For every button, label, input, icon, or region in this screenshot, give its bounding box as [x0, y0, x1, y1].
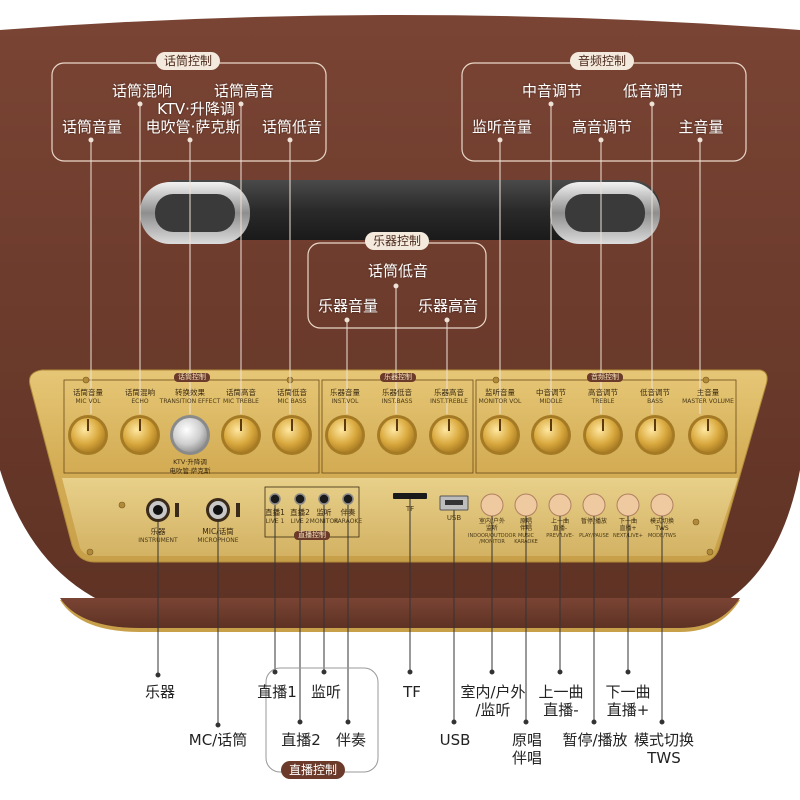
panel-transition-sub: KTV·升降调 电吹管·萨克斯: [169, 458, 211, 475]
panel-live2-cn: 直播2: [290, 508, 310, 517]
knob-row: [68, 415, 728, 455]
panel-knob-label-en: BASS: [647, 398, 663, 405]
callout-bottom-karaoke: 伴奏: [335, 731, 367, 749]
panel-inst-group-label: 乐器控制: [380, 373, 416, 382]
callout-bottom-mic: MC/话筒: [188, 731, 248, 749]
panel-knob-label-cn: 主音量: [696, 388, 720, 397]
panel-live1-en: LIVE 1: [265, 518, 285, 525]
panel-tf-label: TF: [405, 505, 415, 513]
panel-knob-label-cn: 中音调节: [536, 388, 566, 397]
panel-mic-group-label: 话筒控制: [174, 373, 210, 382]
callout-transition-line1: KTV·升降调: [157, 100, 235, 118]
panel-knob-label-en: MIC TREBLE: [223, 398, 259, 405]
panel-knob-label-cn: 话筒音量: [73, 388, 103, 397]
panel-button-label-en: PREV/LIVE-: [546, 533, 574, 539]
panel-knob-label-en: INST.VOL: [331, 398, 359, 405]
panel-knob-label-cn: 话筒高音: [226, 388, 256, 397]
callout-inst-treble: 乐器高音: [417, 297, 479, 315]
callout-mic-treble: 话筒高音: [213, 82, 275, 100]
callout-mic-volume: 话筒音量: [61, 118, 123, 136]
panel-knob-label-cn: 乐器音量: [330, 388, 360, 397]
panel-knob-label-cn: 话筒低音: [277, 388, 307, 397]
panel-knob-label-cn: 监听音量: [485, 388, 515, 397]
panel-microphone-en: MICROPHONE: [197, 537, 239, 544]
panel-button-label-cn: 暂停/播放: [580, 518, 608, 525]
callout-transition-line2: 电吹管·萨克斯: [145, 118, 241, 136]
panel-button-label-en: MODE/TWS: [647, 533, 677, 539]
panel-karaoke-en: KARAOKE: [333, 518, 363, 525]
panel-knob-label-en: MIC BASS: [277, 398, 307, 405]
panel-instrument-cn: 乐器: [150, 527, 166, 536]
panel-knob-label-en: ECHO: [131, 398, 149, 405]
callout-bottom-indoor-outdoor: 室内/户外 /监听: [460, 683, 526, 719]
panel-button-label-en: INDOOR/OUTDOOR /MONITOR: [468, 533, 516, 545]
callout-bottom-next-live: 下一曲 直播+: [605, 683, 651, 719]
panel-knob-label-en: TREBLE: [591, 398, 615, 405]
panel-monitor-en: MONITOR: [309, 518, 339, 525]
panel-button-label-en: NEXT/LIVE+: [612, 533, 644, 539]
panel-live1-cn: 直播1: [265, 508, 285, 517]
panel-live2-en: LIVE 2: [290, 518, 310, 525]
panel-knob-label-cn: 高音调节: [588, 388, 618, 397]
panel-karaoke-cn: 伴奏: [340, 508, 356, 517]
panel-knob-label-en: MIDDLE: [539, 398, 563, 405]
callout-bottom-usb: USB: [439, 731, 471, 749]
panel-button-label-cn: 上一曲 直播-: [550, 518, 570, 532]
panel-knob-label-cn: 乐器高音: [434, 388, 464, 397]
live-control-group-tag: 直播控制: [280, 761, 346, 779]
microphone-jack: [206, 498, 230, 522]
carrying-handle: [140, 180, 660, 244]
panel-knob-label-cn: 话筒混响: [125, 388, 155, 397]
callout-bottom-play-pause: 暂停/播放: [562, 731, 628, 749]
callout-bottom-prev-live: 上一曲 直播-: [538, 683, 584, 719]
panel-button-label-en: PLAY/PAUSE: [579, 533, 609, 539]
callout-master-volume: 主音量: [678, 118, 724, 136]
panel-knob-label-cn: 转换效果: [175, 388, 205, 397]
panel-microphone-cn: MIC/话筒: [202, 527, 234, 536]
panel-button-label-cn: 原唱 伴唱: [519, 518, 533, 532]
panel-knob-label-en: MIC VOL: [75, 398, 101, 405]
panel-usb-label: USB: [446, 514, 462, 522]
panel-audio-group-label: 音频控制: [587, 373, 623, 382]
panel-knob-label-en: INST.BASS: [381, 398, 413, 405]
panel-knob-label-en: MASTER VOLUME: [682, 398, 734, 405]
panel-monitor-cn: 监听: [316, 508, 332, 517]
callout-bottom-instrument: 乐器: [144, 683, 176, 701]
instrument-control-group-tag: 乐器控制: [364, 232, 430, 250]
instrument-jack: [146, 498, 170, 522]
callout-bottom-original-backing: 原唱 伴唱: [511, 731, 543, 767]
callout-mid-adjust: 中音调节: [521, 82, 583, 100]
callout-bottom-live1: 直播1: [257, 683, 297, 701]
audio-control-group-tag: 音频控制: [569, 52, 635, 70]
panel-button-label-cn: 下一曲 直播+: [618, 518, 638, 532]
panel-instrument-en: INSTRUMENT: [138, 537, 178, 544]
callout-bottom-mode-tws: 模式切换 TWS: [633, 731, 695, 767]
callout-inst-bass: 话筒低音: [367, 262, 429, 280]
panel-knob-label-cn: 乐器低音: [382, 388, 412, 397]
panel-knob-label-en: MONITOR VOL: [478, 398, 522, 405]
callout-monitor-volume: 监听音量: [471, 118, 533, 136]
callout-bass-adjust: 低音调节: [622, 82, 684, 100]
panel-button-label-en: MUSIC KARAOKE: [514, 533, 538, 545]
panel-knob-label-cn: 低音调节: [640, 388, 670, 397]
panel-live-control-label: 直播控制: [294, 531, 330, 540]
callout-inst-volume: 乐器音量: [317, 297, 379, 315]
panel-knob-label-en: INST.TREBLE: [430, 398, 468, 405]
callout-bottom-monitor: 监听: [310, 683, 342, 701]
callout-bottom-live2: 直播2: [281, 731, 321, 749]
callout-mic-bass: 话筒低音: [261, 118, 323, 136]
callout-bottom-tf: TF: [403, 683, 421, 701]
callout-treble-adjust: 高音调节: [571, 118, 633, 136]
mic-control-group-tag: 话筒控制: [155, 52, 221, 70]
panel-knob-label-en: TRANSITION EFFECT: [159, 398, 221, 405]
panel-button-label-cn: 室内/户外 监听: [478, 518, 506, 532]
panel-button-label-cn: 模式切换 TWS: [649, 518, 675, 532]
callout-mic-echo: 话筒混响: [111, 82, 173, 100]
